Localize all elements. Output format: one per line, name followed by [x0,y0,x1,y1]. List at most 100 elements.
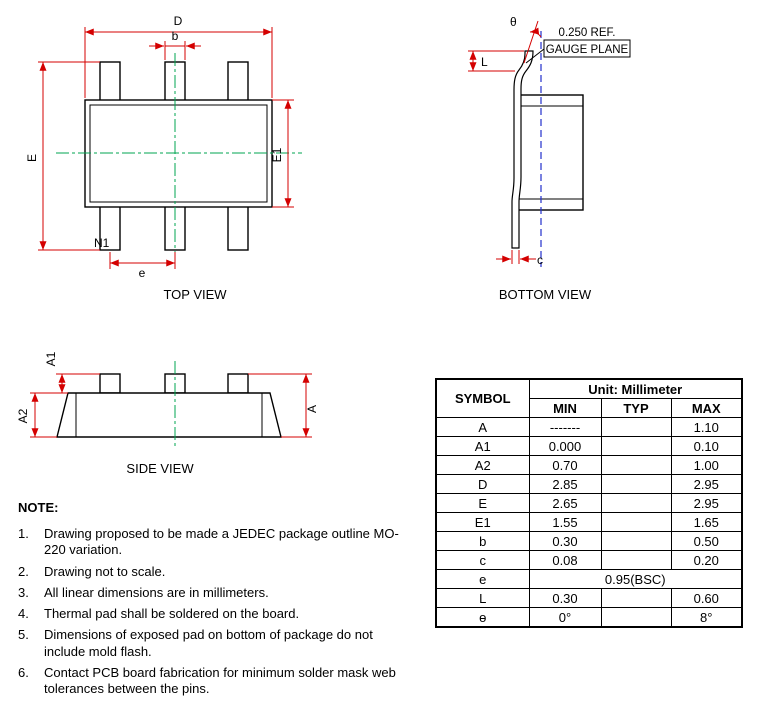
note-item: 2. Drawing not to scale. [18,564,438,580]
notes-section: NOTE: 1. Drawing proposed to be made a J… [18,500,438,702]
cell-span-value: 0.95(BSC) [528,569,743,589]
cell-symbol: A2 [435,455,530,475]
note-number: 6. [18,664,29,680]
cell-max: 2.95 [670,474,743,494]
bottom-view-svg: θ 0.250 REF. GAUGE PLANE L c BOTTOM VIEW [468,15,631,302]
cell-min: 2.85 [528,474,602,494]
cell-symbol: L [435,588,530,608]
dimension-c: c [496,250,543,267]
dimension-A: A [248,373,319,438]
cell-max: 0.10 [670,436,743,456]
pin [99,61,121,103]
table-row: b 0.30 0.50 [435,531,743,551]
cell-symbol: b [435,531,530,551]
cell-typ [600,493,672,513]
cell-symbol: E1 [435,512,530,532]
dim-label-E1: E1 [270,147,284,162]
dimension-b: b [149,29,201,60]
dimension-e: e [109,252,176,280]
table-row: A ------- 1.10 [435,417,743,437]
cell-typ [600,607,672,628]
lead-tab [227,373,249,394]
note-item: 3. All linear dimensions are in millimet… [18,585,438,601]
pin [227,61,249,103]
dim-label-b: b [172,29,179,43]
cell-min: 0.30 [528,588,602,608]
note-text: Thermal pad shall be soldered on the boa… [44,606,300,621]
table-row: E 2.65 2.95 [435,493,743,513]
dimension-E1: E1 [270,99,294,208]
side-view-svg: A1 A2 A SIDE VIEW [16,351,319,476]
note-text: Contact PCB board fabrication for minimu… [44,664,396,696]
top-view-caption: TOP VIEW [163,287,227,302]
note-number: 3. [18,584,29,600]
note-number: 1. [18,526,29,541]
dim-label-e: e [139,266,146,280]
bottom-view-drawing: θ 0.250 REF. GAUGE PLANE L c BOTTOM VIEW [440,5,740,315]
dimension-A1: A1 [44,351,100,394]
package-body-profile [517,94,584,211]
cell-typ [600,417,672,437]
gauge-plane-label: GAUGE PLANE [546,44,629,56]
pin [227,204,249,251]
cell-symbol: ɵ [435,607,530,628]
note-text: Drawing proposed to be made a JEDEC pack… [44,526,399,558]
cell-min: ------- [528,417,602,437]
note-text: All linear dimensions are in millimeters… [44,584,269,600]
dimension-A2: A2 [16,392,68,438]
cell-typ [600,588,672,608]
cell-max: 8° [670,607,743,628]
cell-min: 0.70 [528,455,602,475]
cell-symbol: D [435,474,530,494]
cell-min: 0° [528,607,602,628]
note-number: 2. [18,563,29,579]
table-row: A1 0.000 0.10 [435,436,743,456]
cell-min: 0.30 [528,531,602,551]
ref-label: 0.250 REF. [559,27,616,39]
cell-min: 0.000 [528,436,602,456]
cell-max: 0.20 [670,550,743,570]
dimension-D: D [84,14,273,98]
gauge-plane-callout: 0.250 REF. GAUGE PLANE [525,27,631,64]
table-row: L 0.30 0.60 [435,588,743,608]
note-number: 5. [18,627,29,643]
cell-max: 1.00 [670,455,743,475]
dimension-table: SYMBOL Unit: Millimeter MIN TYP MAX A --… [435,378,744,628]
dim-label-A: A [305,405,319,413]
cell-max: 1.65 [670,512,743,532]
table-row: c 0.08 0.20 [435,550,743,570]
table-header-typ: TYP [600,398,672,418]
dim-label-E: E [25,154,39,162]
package-pins [99,61,249,251]
table-row: D 2.85 2.95 [435,474,743,494]
cell-max: 0.50 [670,531,743,551]
dim-label-L: L [481,55,488,69]
cell-max: 0.60 [670,588,743,608]
cell-symbol: E [435,493,530,513]
side-view-drawing: A1 A2 A SIDE VIEW [10,335,350,490]
dim-label-theta: θ [510,15,517,29]
note-item: 6. Contact PCB board fabrication for min… [18,665,438,698]
cell-symbol: A1 [435,436,530,456]
table-header-min: MIN [528,398,602,418]
cell-min: 1.55 [528,512,602,532]
table-row: E1 1.55 1.65 [435,512,743,532]
table-row: A2 0.70 1.00 [435,455,743,475]
cell-typ [600,531,672,551]
cell-symbol: e [435,569,530,589]
top-view-drawing: D b E E1 N1 [10,5,340,315]
note-item: 1. Drawing proposed to be made a JEDEC p… [18,526,438,559]
dimension-L: L [468,50,524,72]
cell-symbol: c [435,550,530,570]
cell-max: 2.95 [670,493,743,513]
table-header-unit: Unit: Millimeter [528,378,743,399]
lead-tabs [99,373,249,394]
cell-min: 0.08 [528,550,602,570]
note-text: Dimensions of exposed pad on bottom of p… [44,627,373,659]
table-header-symbol: SYMBOL [435,378,530,418]
note-number: 4. [18,606,29,621]
notes-heading: NOTE: [18,500,59,515]
cell-typ [600,550,672,570]
dim-label-A1: A1 [44,351,58,366]
cell-typ [600,436,672,456]
